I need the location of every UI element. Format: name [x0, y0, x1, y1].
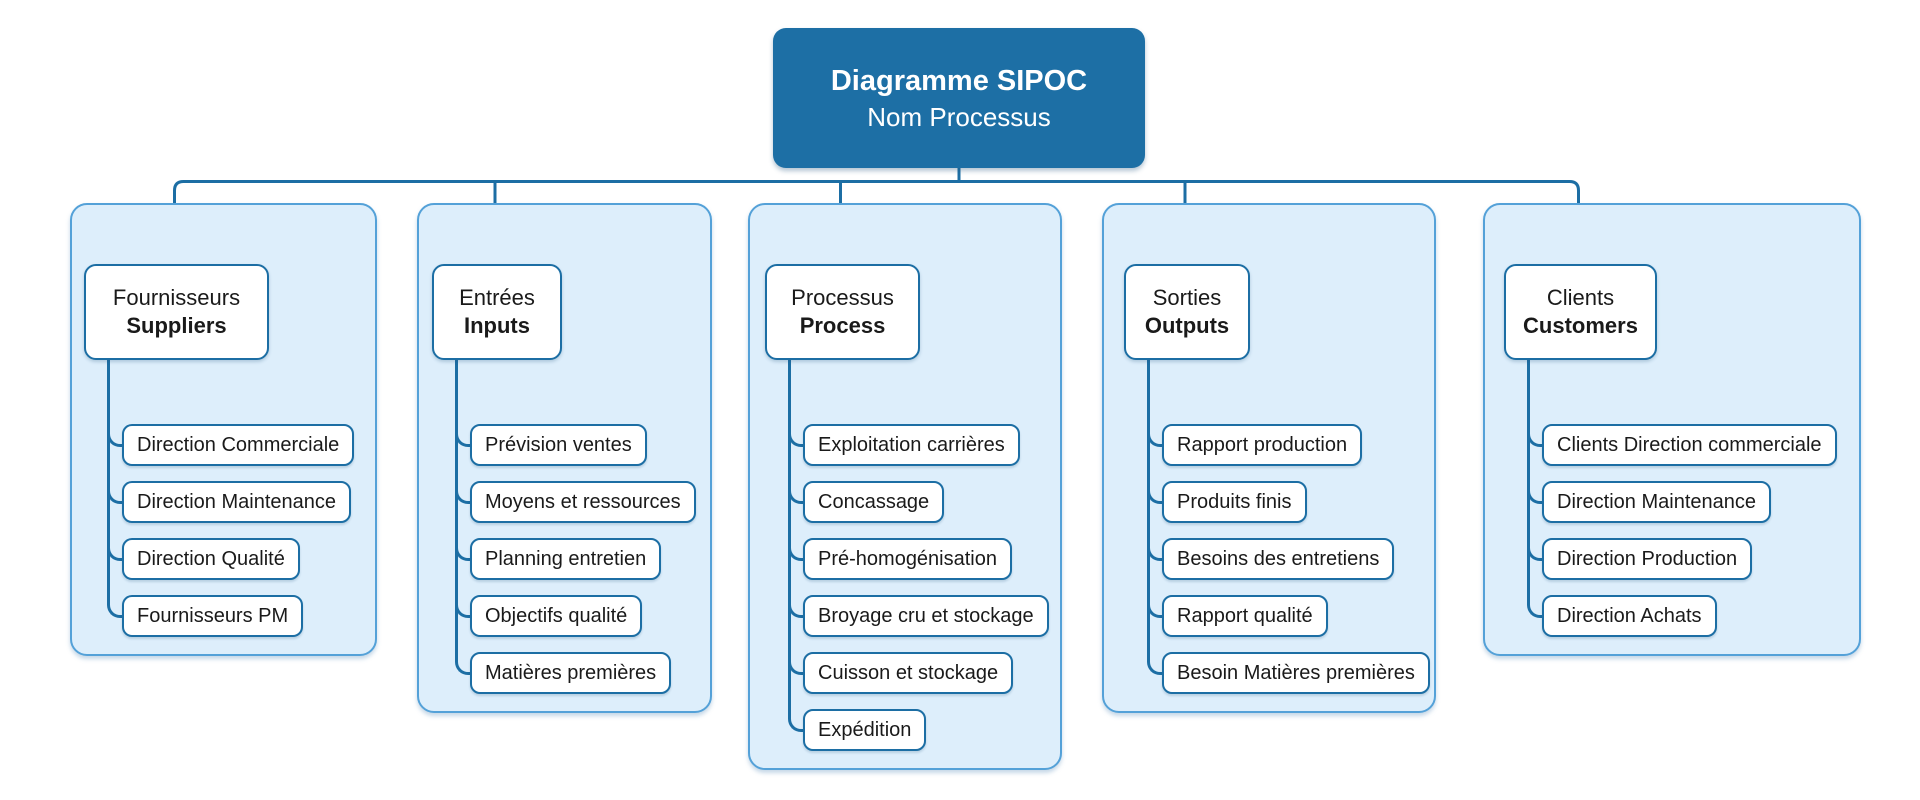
item-box: Direction Maintenance	[122, 481, 351, 523]
connector-elbow	[455, 477, 472, 504]
column-header-label-fr: Sorties	[1152, 285, 1222, 310]
connector-elbow	[1527, 534, 1544, 561]
item-box: Rapport production	[1162, 424, 1363, 466]
process-name: Nom Processus	[867, 102, 1051, 132]
connector-elbow	[788, 591, 805, 618]
connector-elbow	[1147, 477, 1164, 504]
process-title-box: Diagramme SIPOC Nom Processus	[773, 28, 1145, 168]
item-box: Besoins des entretiens	[1162, 538, 1395, 580]
item-box: Direction Production	[1542, 538, 1753, 580]
connector-elbow	[1527, 420, 1544, 447]
connector-elbow	[788, 648, 805, 675]
connector-elbow	[107, 591, 124, 618]
column-header-label-fr: Entrées	[459, 285, 535, 310]
connector-elbow	[1527, 591, 1544, 618]
diagram-title: Diagramme SIPOC	[830, 65, 1088, 97]
connector-elbow	[1147, 648, 1164, 675]
item-box: Concassage	[803, 481, 945, 523]
connector-elbow	[788, 534, 805, 561]
item-box: Direction Maintenance	[1542, 481, 1771, 523]
item-box: Produits finis	[1162, 481, 1307, 523]
column-header-label-en: Suppliers	[126, 313, 227, 338]
item-box: Direction Commerciale	[122, 424, 355, 466]
connector-elbow	[455, 534, 472, 561]
column-header-label-fr: Clients	[1546, 285, 1615, 310]
connector-trunk	[1147, 358, 1150, 660]
column-header-label-fr: Fournisseurs	[112, 285, 241, 310]
item-box: Broyage cru et stockage	[803, 595, 1049, 637]
item-box: Planning entretien	[470, 538, 662, 580]
item-box: Moyens et ressources	[470, 481, 696, 523]
connector-elbow	[1147, 420, 1164, 447]
item-box: Besoin Matières premières	[1162, 652, 1430, 694]
connector-elbow	[788, 420, 805, 447]
connector-elbow	[1527, 477, 1544, 504]
connector-elbow	[107, 477, 124, 504]
connector-elbow	[1147, 534, 1164, 561]
column-header-label-en: Outputs	[1144, 313, 1230, 338]
connector-elbow	[788, 705, 805, 732]
item-box: Exploitation carrières	[803, 424, 1020, 466]
column-header-label-en: Inputs	[464, 313, 530, 338]
item-box: Expédition	[803, 709, 927, 751]
connector-elbow	[1147, 591, 1164, 618]
column-header-label-en: Customers	[1523, 313, 1638, 338]
connector-trunk	[455, 358, 458, 660]
connector-elbow	[455, 420, 472, 447]
connector-elbow	[455, 648, 472, 675]
item-box: Objectifs qualité	[470, 595, 643, 637]
connector-elbow	[455, 591, 472, 618]
connector-elbow	[788, 477, 805, 504]
item-box: Clients Direction commerciale	[1542, 424, 1837, 466]
item-box: Matières premières	[470, 652, 672, 694]
item-box: Pré-homogénisation	[803, 538, 1012, 580]
item-box: Direction Qualité	[122, 538, 300, 580]
item-box: Prévision ventes	[470, 424, 647, 466]
item-box: Rapport qualité	[1162, 595, 1328, 637]
item-box: Cuisson et stockage	[803, 652, 1014, 694]
column-header-label-en: Process	[799, 313, 886, 338]
item-box: Fournisseurs PM	[122, 595, 304, 637]
column-header-label-fr: Processus	[791, 285, 894, 310]
connector-elbow	[107, 420, 124, 447]
connector-elbow	[107, 534, 124, 561]
item-box: Direction Achats	[1542, 595, 1717, 637]
